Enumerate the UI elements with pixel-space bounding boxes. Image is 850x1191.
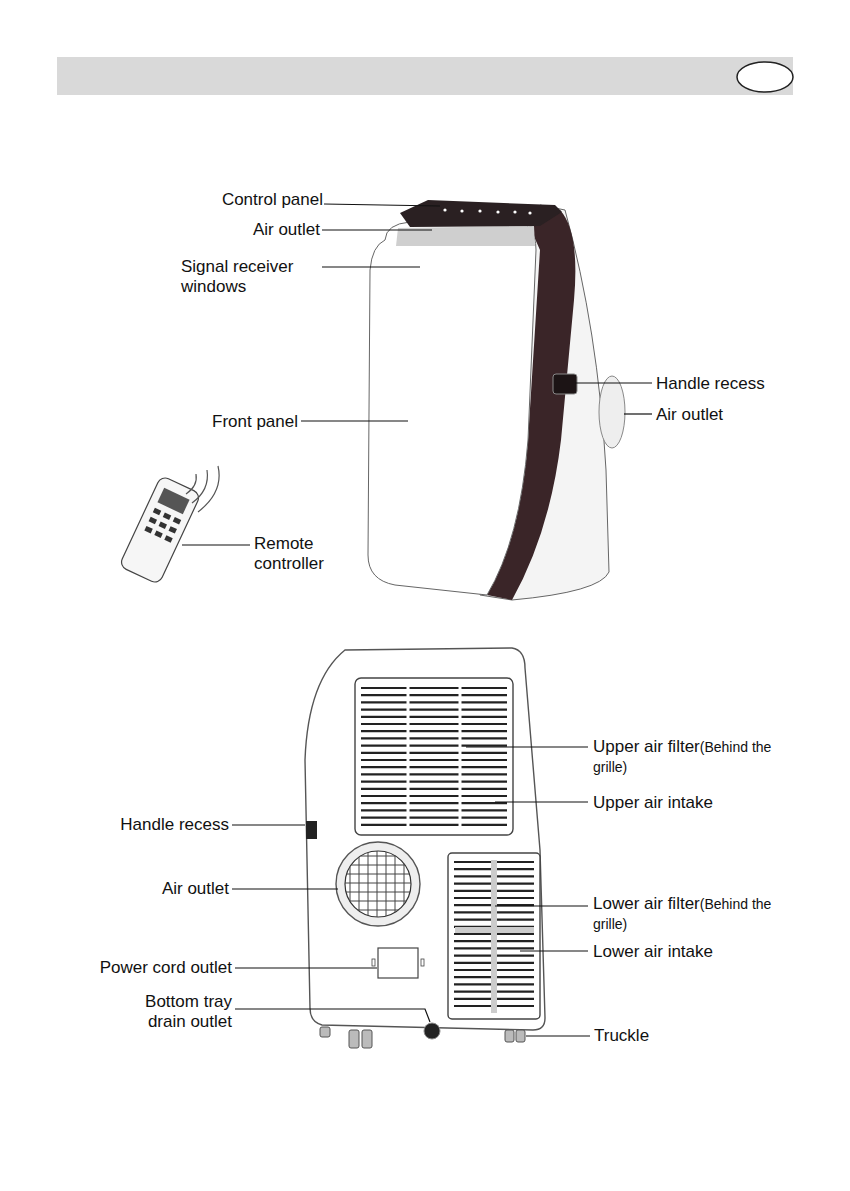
grille-slat [361,694,507,696]
grille-slat [361,824,507,826]
grille-slat [361,766,507,768]
leader-lines [182,204,652,1036]
outlet-grid [377,851,378,917]
grille-slat [361,809,507,811]
grille-slat [361,744,507,746]
part-label: Air outlet [656,405,723,425]
outlet-grid [351,865,405,866]
grille-slat [361,716,507,718]
grille-slat [361,788,507,790]
outlet-grid [350,867,351,902]
grille-slat [361,795,507,797]
callout-group: Lower air filter(Behind the grille) [593,894,788,934]
part-label: Truckle [594,1026,649,1046]
language-oval [737,62,793,92]
grille-slat [361,708,507,710]
part-label: Handle recess [656,374,765,394]
outlet-grid [404,864,405,905]
callout-group: Upper air filter(Behind the grille) [593,737,788,777]
part-label: Remote controller [254,534,354,574]
part-label: Handle recess [120,815,229,835]
front-unit [368,200,625,600]
part-label: Signal receiver windows [181,257,331,297]
signal-waves [186,466,219,512]
grille-slat [361,759,507,761]
part-label: Air outlet [253,220,320,240]
part-label: Lower air intake [593,942,713,962]
part-label: Bottom tray drain outlet [132,992,232,1032]
grille-slat [361,730,507,732]
part-label: Control panel [222,190,323,210]
outlet-grid [361,856,396,857]
grille-slat [361,780,507,782]
grille-slat [361,802,507,804]
outlet-grid [386,852,387,916]
back-unit [305,648,545,1048]
part-label: Lower air filter [593,894,700,913]
grille-slat [361,723,507,725]
grille-slat [361,701,507,703]
outlet-grid [347,874,410,875]
part-label: Upper air filter [593,737,700,756]
outlet-grid [395,856,396,913]
grille-slat [361,816,507,818]
part-label: Front panel [212,412,298,432]
part-label: Power cord outlet [100,958,232,978]
outlet-grid [358,910,399,911]
outlet-grid [350,901,407,902]
header-bar [57,57,793,95]
grille-slat [361,773,507,775]
outlet-grid [345,883,411,884]
part-label: Air outlet [162,879,229,899]
outlet-grid [346,892,410,893]
grille-slat [361,752,507,754]
grille-slat [361,687,507,689]
outlet-grid [368,853,369,916]
grille-slat [361,737,507,739]
part-label: Upper air intake [593,793,713,813]
